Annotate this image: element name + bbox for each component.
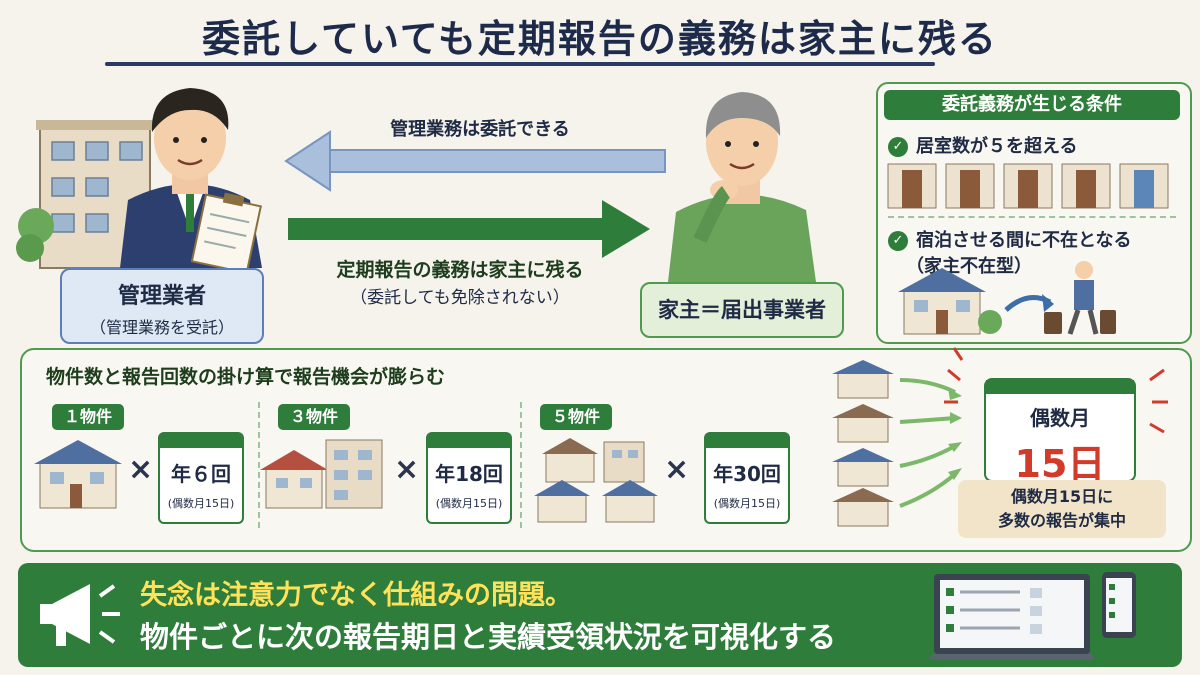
banner-headline: 失念は注意力でなく仕組みの問題。 bbox=[140, 580, 572, 611]
check-icon: ✓ bbox=[888, 231, 908, 251]
traveler-icon bbox=[1044, 261, 1116, 335]
apartment-building-icon bbox=[603, 441, 645, 483]
banner-message: 物件ごとに次の報告期日と実績受領状況を可視化する bbox=[140, 620, 837, 654]
arrow-left-delegate-icon bbox=[284, 130, 666, 192]
case-separator bbox=[258, 402, 260, 528]
megaphone-icon bbox=[40, 584, 120, 646]
absent-owner-illustration bbox=[898, 261, 1116, 335]
manager-label: 管理業者 bbox=[117, 284, 206, 309]
conditions-divider bbox=[888, 216, 1176, 218]
emphasis-burst-icon bbox=[944, 347, 1168, 434]
house-icon bbox=[832, 448, 894, 487]
condition-item-absent: ✓ 宿泊させる間に不在となる bbox=[888, 226, 1131, 252]
page-title: 委託していても定期報告の義務は家主に残る bbox=[202, 17, 998, 61]
manager-sublabel: （管理業務を受託） bbox=[89, 318, 234, 337]
duty-arrow-text: 定期報告の義務は家主に残る bbox=[336, 259, 584, 281]
check-icon: ✓ bbox=[888, 137, 908, 157]
note-line-2: 多数の報告が集中 bbox=[997, 511, 1126, 530]
times-symbol: × bbox=[128, 452, 154, 487]
house-icon bbox=[602, 480, 658, 523]
door-icon bbox=[1003, 163, 1053, 209]
dashboard-devices-icon bbox=[930, 572, 1136, 660]
converging-arrows-icon bbox=[899, 378, 957, 508]
case-1-count: 年６回 bbox=[171, 462, 231, 486]
owner-label: 家主＝届出事業者 bbox=[658, 298, 826, 322]
conditions-title: 委託義務が生じる条件 bbox=[884, 90, 1180, 120]
condition-absent-text: 宿泊させる間に不在となる bbox=[916, 230, 1132, 251]
calendar-case-1: 年６回 (偶数月15日) bbox=[158, 432, 244, 524]
calendar-day: 15日 bbox=[1014, 442, 1106, 486]
calendar-case-2: 年18回 (偶数月15日) bbox=[426, 432, 512, 524]
delegate-arrow-text: 管理業務は委託できる bbox=[390, 119, 570, 140]
owner-label-box: 家主＝届出事業者 bbox=[640, 282, 844, 338]
multiplication-title: 物件数と報告回数の掛け算で報告機会が膨らむ bbox=[46, 366, 446, 388]
case-2-note: (偶数月15日) bbox=[435, 497, 503, 510]
door-icon bbox=[1119, 163, 1169, 209]
condition-rooms-text: 居室数が５を超える bbox=[916, 136, 1078, 157]
door-icon bbox=[887, 163, 937, 209]
case-2-label: ３物件 bbox=[278, 404, 351, 430]
calendar-case-3: 年30回 (偶数月15日) bbox=[704, 432, 790, 524]
case-1-note: (偶数月15日) bbox=[167, 497, 235, 510]
house-icon bbox=[898, 268, 1002, 335]
duty-arrow-subtext: （委託しても免除されない） bbox=[350, 288, 570, 308]
manager-person-icon bbox=[120, 88, 262, 275]
house-icon bbox=[534, 480, 590, 523]
doors-illustration bbox=[887, 163, 1169, 209]
times-symbol: × bbox=[394, 452, 420, 487]
manager-label-box: 管理業者 （管理業務を受託） bbox=[60, 268, 264, 344]
condition-item-rooms: ✓ 居室数が５を超える bbox=[888, 132, 1077, 158]
case-separator bbox=[520, 402, 522, 528]
case-3-note: (偶数月15日) bbox=[713, 497, 781, 510]
house-icon bbox=[34, 440, 122, 509]
even-month-calendar: 偶数月 15日 bbox=[984, 378, 1136, 486]
case-1-label: １物件 bbox=[52, 404, 125, 430]
door-icon bbox=[945, 163, 995, 209]
house-icon bbox=[832, 360, 894, 399]
house-icon bbox=[832, 404, 894, 443]
house-icon bbox=[832, 488, 894, 527]
note-line-1: 偶数月15日に bbox=[1010, 487, 1114, 506]
case-3-count: 年30回 bbox=[713, 462, 781, 486]
arrow-right-duty-icon bbox=[288, 200, 650, 258]
case-2-count: 年18回 bbox=[435, 462, 503, 486]
case-3-label: ５物件 bbox=[540, 404, 613, 430]
owner-person-icon bbox=[668, 92, 816, 282]
house-icon bbox=[542, 438, 598, 483]
door-icon bbox=[1061, 163, 1111, 209]
concentration-note: 偶数月15日に 多数の報告が集中 bbox=[958, 480, 1166, 538]
calendar-month: 偶数月 bbox=[1030, 406, 1090, 430]
times-symbol: × bbox=[664, 452, 690, 487]
apartment-building-icon bbox=[325, 439, 383, 509]
house-icon bbox=[260, 450, 328, 509]
title-underline bbox=[105, 62, 935, 66]
